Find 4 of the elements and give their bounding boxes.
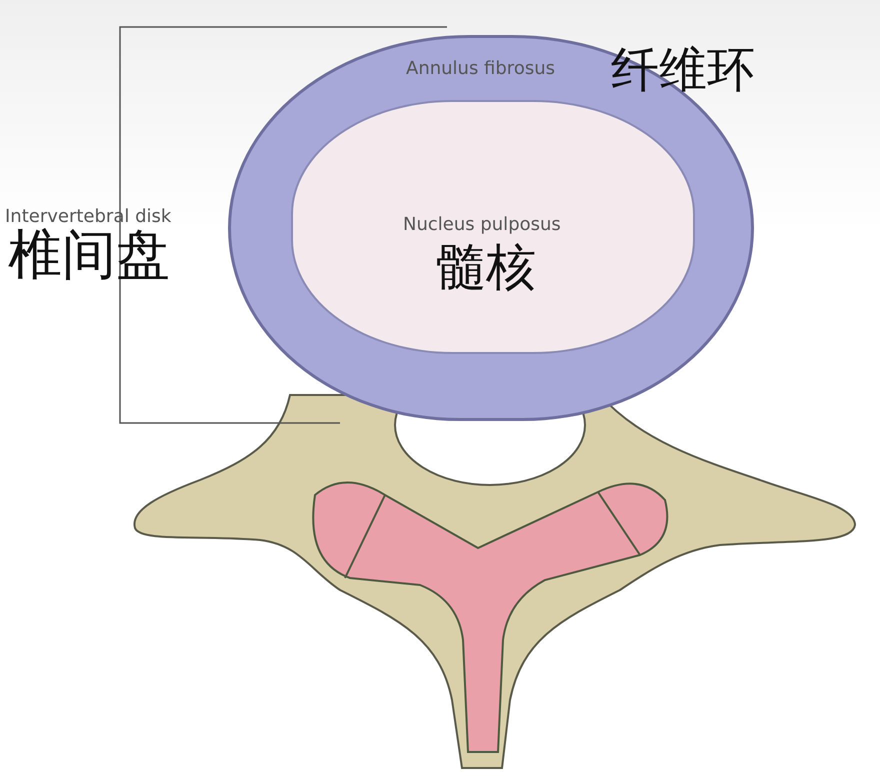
part-label: 纤维环 [611,46,755,94]
part-label: Annulus fibrosus [406,58,555,79]
part-label: Nucleus pulposus [403,214,561,235]
part-label: 髓核 [436,242,536,292]
